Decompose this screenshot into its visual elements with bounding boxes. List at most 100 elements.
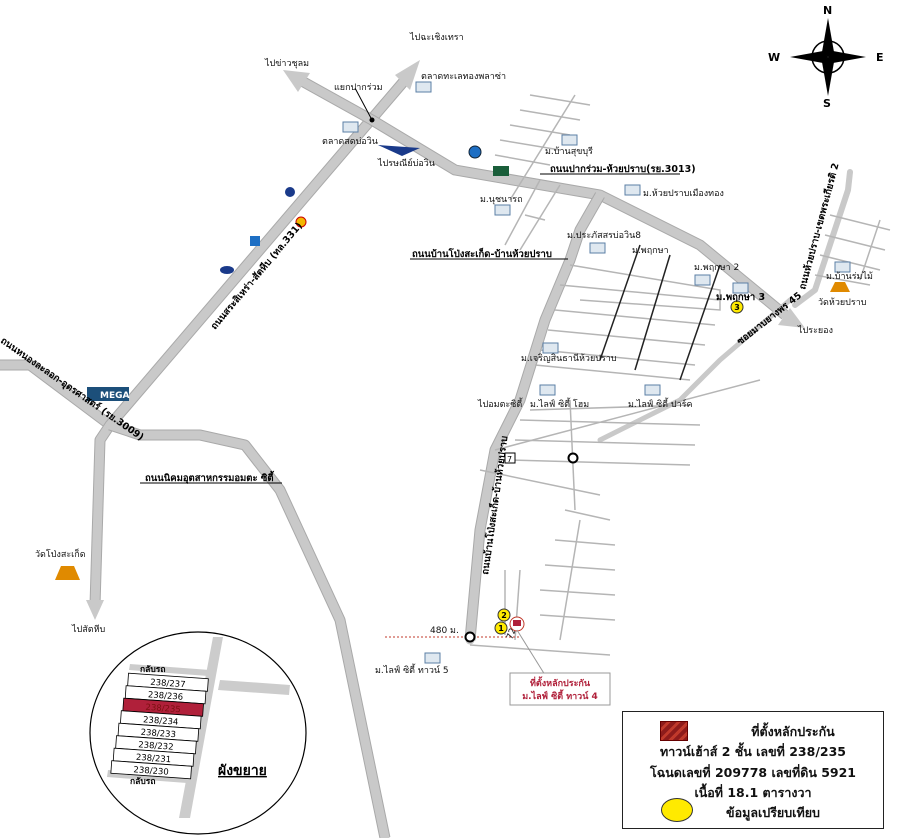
inset-unit-row: 238/232: [115, 735, 197, 755]
inset-unit-label: 238/234: [143, 715, 179, 727]
svg-text:7: 7: [507, 455, 512, 464]
label-road-ban-pong: ถนนบ้านโป่งสะเก็ด-บ้านห้วยปราบ: [412, 247, 552, 260]
inset-unit-label: 238/236: [147, 690, 183, 702]
junction-circle: [464, 631, 476, 643]
svg-text:E: E: [876, 51, 884, 64]
inset-unit-label: 238/235: [145, 703, 181, 715]
collateral-house-icon: [513, 620, 521, 626]
arrow-chachoengsao: [395, 60, 420, 90]
legend-area: เนื้อที่ 18.1 ตารางวา: [694, 785, 812, 800]
road-3013: [295, 75, 790, 320]
temple-icon: [830, 282, 850, 292]
label-charoen-sin: ม.เจริญสินธานีห้วยปราบ: [521, 353, 617, 364]
village-icon: [644, 384, 661, 396]
gas-station-icon: [220, 266, 234, 274]
village-icon: [542, 342, 559, 354]
mega-logo: [87, 387, 129, 401]
subdivision-streets: [469, 94, 891, 656]
label-chachoengsao: ไปฉะเชิงเทรา: [409, 32, 464, 43]
lanes: [599, 244, 721, 381]
legend-title: ที่ตั้งหลักประกัน: [751, 724, 835, 739]
label-pruksa: ม.พฤกษา: [632, 246, 669, 256]
comparable-swatch: [661, 798, 693, 822]
post-office-icon: [378, 145, 420, 156]
legend-deed: โฉนดเลขที่ 209778 เลขที่ดิน 5921: [649, 765, 857, 780]
legend-property: ทาวน์เฮ้าส์ 2 ชั้น เลขที่ 238/235: [660, 744, 846, 759]
village-icon: [624, 184, 641, 196]
road-soi-45: [597, 297, 793, 443]
inset-unit-row: 238/230: [110, 760, 192, 780]
label-market-talay: ตลาดทะเลทองพลาซ่า: [421, 72, 506, 82]
inset-unit-label: 238/231: [135, 753, 171, 765]
inset-title: ผังขยาย: [218, 763, 267, 779]
inset-unit-label: 238/233: [140, 728, 176, 740]
label-muang-thong: ม.ห้วยปราบเมืองทอง: [643, 188, 724, 199]
road-huai-prap-khet: [792, 169, 853, 308]
svg-text:W: W: [768, 51, 780, 64]
inset-unit-label: 238/237: [150, 678, 186, 690]
label-prapat: ม.ประภัสสรบ่อวิน8: [567, 230, 641, 241]
label-pruksa3: ม.พฤกษา 3: [716, 292, 765, 303]
village-icon: [494, 204, 511, 216]
village-icon: [424, 652, 441, 664]
label-ban-suk-buri: ม.บ้านสุขบุรี: [545, 146, 593, 157]
village-icon: [732, 282, 749, 294]
label-wat-pong: วัดโป่งสะเก็ด: [35, 547, 86, 560]
collateral-swatch: [660, 721, 688, 741]
inset-unit-row: 238/236: [124, 685, 207, 705]
bank-icon: [468, 145, 482, 159]
village-icon: [694, 274, 711, 286]
main-roads: [0, 60, 853, 838]
label-to-amata: ไปอมตะซิตี้: [477, 397, 523, 410]
market-icon: [415, 81, 432, 93]
label-sattahip: ไปสัตหีบ: [71, 624, 106, 635]
inset-unit-label: 238/230: [133, 765, 169, 777]
legend-comparable: ข้อมูลเปรียบเทียบ: [726, 805, 820, 820]
junction-circle: [567, 452, 579, 464]
gas-station-icon: [250, 236, 260, 246]
road-331: [90, 75, 410, 610]
arrow-rayong: [778, 308, 805, 328]
collateral-label-box: [509, 672, 611, 706]
svg-text:3: 3: [734, 303, 740, 312]
svg-text:กลับรถ: กลับรถ: [130, 776, 155, 787]
distance-480: 480 ม.: [430, 626, 459, 636]
comparable-markers: 2 1 3: [494, 300, 744, 635]
temple-icon: [55, 566, 80, 580]
label-road-3013: ถนนปากร่วม-ห้วยปราบ(รย.3013): [550, 163, 696, 175]
label-pruksa2: ม.พฤกษา 2: [694, 263, 739, 273]
label-market-bowin: ตลาดสดบ่อวิน: [322, 136, 378, 147]
label-wat-huai-prap: วัดห้วยปราบ: [818, 297, 867, 308]
label-rayong: ไประยอง: [797, 325, 833, 336]
label-life-park: ม.ไลฟ์ ซิตี้ ปาร์ค: [628, 397, 693, 410]
svg-text:S: S: [823, 97, 831, 110]
legend: ที่ตั้งหลักประกัน ทาวน์เฮ้าส์ 2 ชั้น เลข…: [622, 711, 884, 829]
inset-unit-row: 238/233: [117, 722, 200, 742]
gas-station-icon: [285, 187, 295, 197]
collateral-label-village: ม.ไลฟ์ ซิตี้ ทาวน์ 4: [522, 689, 598, 702]
village-icon: [539, 384, 556, 396]
road-ban-pong: [465, 190, 605, 645]
village-icon: [561, 134, 578, 146]
road-amata: [105, 420, 390, 838]
label-nutcharot: ม.นุชนารถ: [480, 195, 523, 205]
svg-text:1: 1: [498, 624, 504, 633]
inset-plan: กลับรถ กลับรถ 238/237238/236238/235238/2…: [89, 631, 307, 835]
label-life-home: ม.ไลฟ์ ซิตี้ โฮม: [530, 397, 589, 410]
road-3009: [0, 360, 115, 430]
village-icon: [834, 261, 851, 273]
svg-text:2: 2: [501, 611, 507, 620]
svg-text:MEGA: MEGA: [100, 391, 129, 401]
shell-icon: [295, 216, 307, 228]
label-post-office: ไปรษณีย์บ่อวิน: [377, 157, 435, 169]
label-life-town5: ม.ไลฟ์ ซิตี้ ทาวน์ 5: [375, 663, 449, 676]
market-icon: [342, 121, 359, 133]
inset-unit-label: 238/232: [138, 740, 174, 752]
arrow-sattahip: [86, 600, 104, 620]
inset-units: 238/237238/236238/235238/234238/233238/2…: [110, 672, 209, 780]
inset-unit-row: 238/235: [122, 697, 204, 717]
svg-text:กลับรถ: กลับรถ: [140, 664, 165, 675]
village-icon: [589, 242, 606, 254]
compass: N S W E: [768, 4, 884, 110]
